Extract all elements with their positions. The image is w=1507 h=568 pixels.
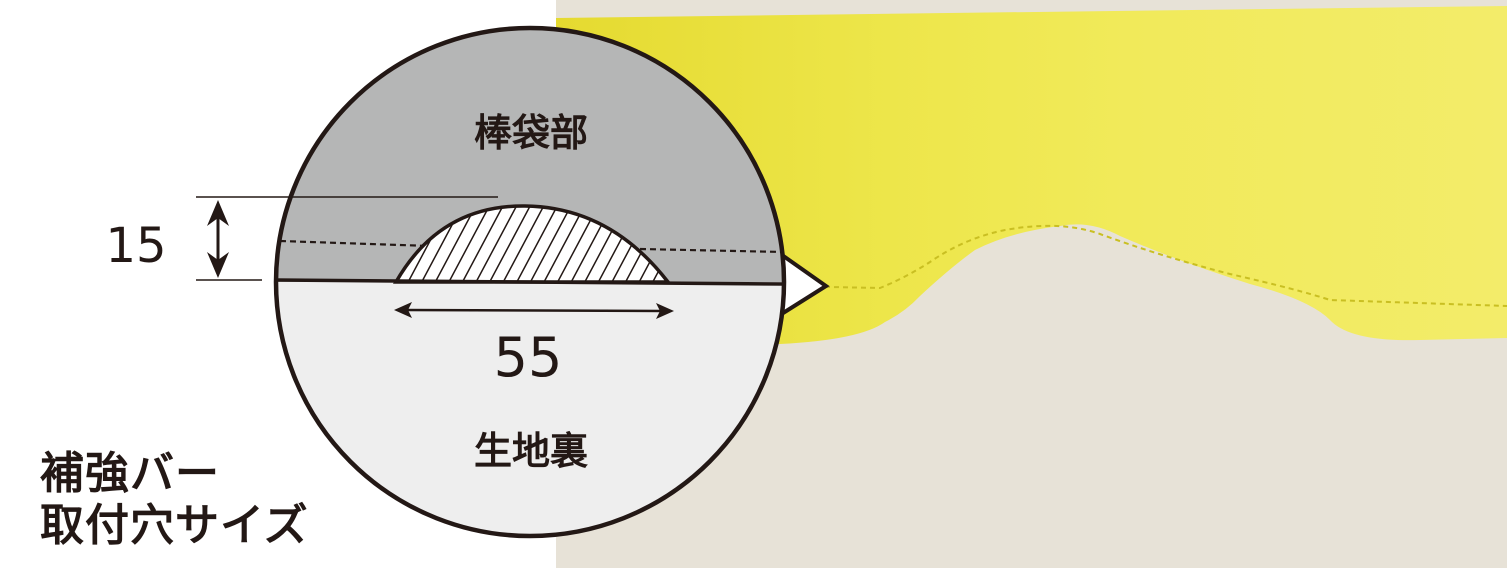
stitch-line-left [279, 239, 431, 248]
reinforcement-hole [392, 204, 672, 284]
magnified-circle-outline [273, 25, 787, 539]
height-value: 15 [105, 218, 166, 274]
upper-region-label: 棒袋部 [474, 111, 588, 155]
seam-line [779, 224, 1507, 307]
height-arrow-head-top [207, 200, 229, 226]
width-arrow-head-left [394, 302, 412, 318]
width-arrow-shaft [403, 308, 665, 313]
caption-line-2: 取付穴サイズ [40, 500, 309, 551]
lower-region-label: 生地裏 [474, 429, 588, 473]
caption-line-1: 補強バー [40, 448, 220, 499]
width-arrow-head-right [656, 303, 674, 319]
caption-title: 補強バー 取付穴サイズ [40, 448, 309, 552]
width-value: 55 [494, 326, 563, 389]
fabric-edge-line [276, 278, 784, 286]
height-arrow-head-bottom [207, 252, 229, 278]
stitch-line-right [639, 247, 784, 254]
